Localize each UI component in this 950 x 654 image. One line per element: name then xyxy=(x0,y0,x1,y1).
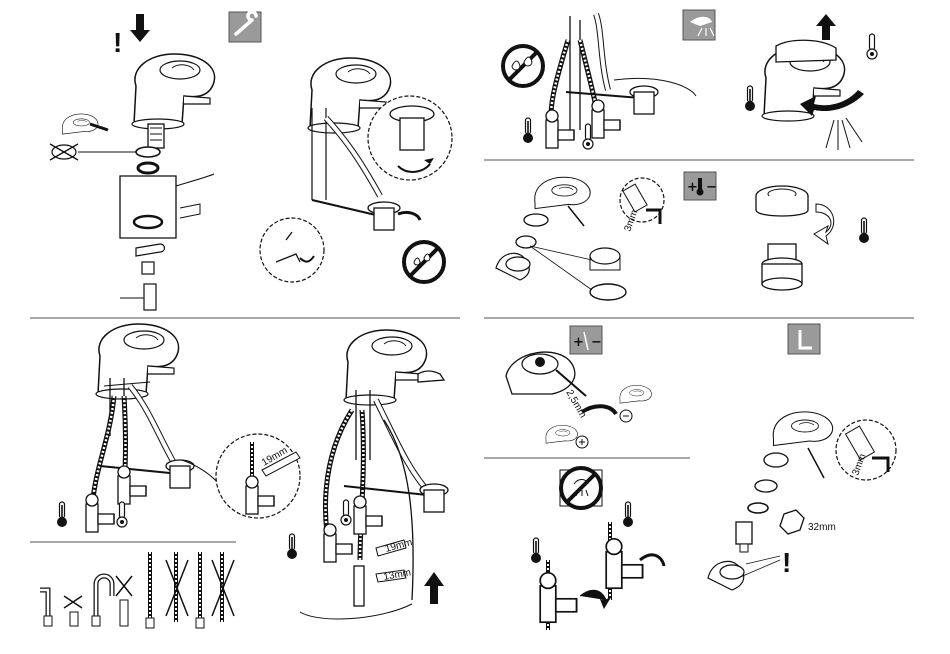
panel-cartridge-removal: 3mm + − xyxy=(496,172,869,300)
panel-close-valves xyxy=(531,468,664,630)
up-arrow xyxy=(424,572,444,604)
panel-hose-connection: 19mm 19mm 13mm xyxy=(40,324,448,628)
plus-sign-b: + xyxy=(573,335,584,350)
wrench-icon xyxy=(229,12,261,42)
wrench-size-13mm: 13mm xyxy=(383,567,412,583)
down-arrow xyxy=(130,14,150,42)
exclamation-mark: ! xyxy=(113,27,122,58)
flow-limit-icon: + − xyxy=(570,326,602,354)
wrench-size-19mm-b: 19mm xyxy=(384,537,414,555)
minus-sign-b: − xyxy=(591,335,602,350)
panel-cartridge-exploded: 3mm 32mm ! xyxy=(708,324,896,590)
minus-sign-a: − xyxy=(706,180,717,195)
up-arrow-lift xyxy=(816,14,836,40)
spray-head-icon xyxy=(683,10,715,40)
allen-key-icon xyxy=(788,324,820,354)
hot-cold-temperature-icon: + − xyxy=(684,172,717,200)
nut-size-32mm: 32mm xyxy=(808,522,836,533)
hose-bending-examples xyxy=(40,552,234,628)
exclamation-mark-b: ! xyxy=(782,547,791,578)
plus-sign-a: + xyxy=(687,180,698,195)
panel-temperature-limiter: + − 2,5mm xyxy=(506,326,652,448)
panel-mixer-assembly: ! xyxy=(50,12,452,310)
panel-flush-and-operate xyxy=(503,10,877,150)
hex-size-2-5mm: 2,5mm xyxy=(563,388,588,420)
